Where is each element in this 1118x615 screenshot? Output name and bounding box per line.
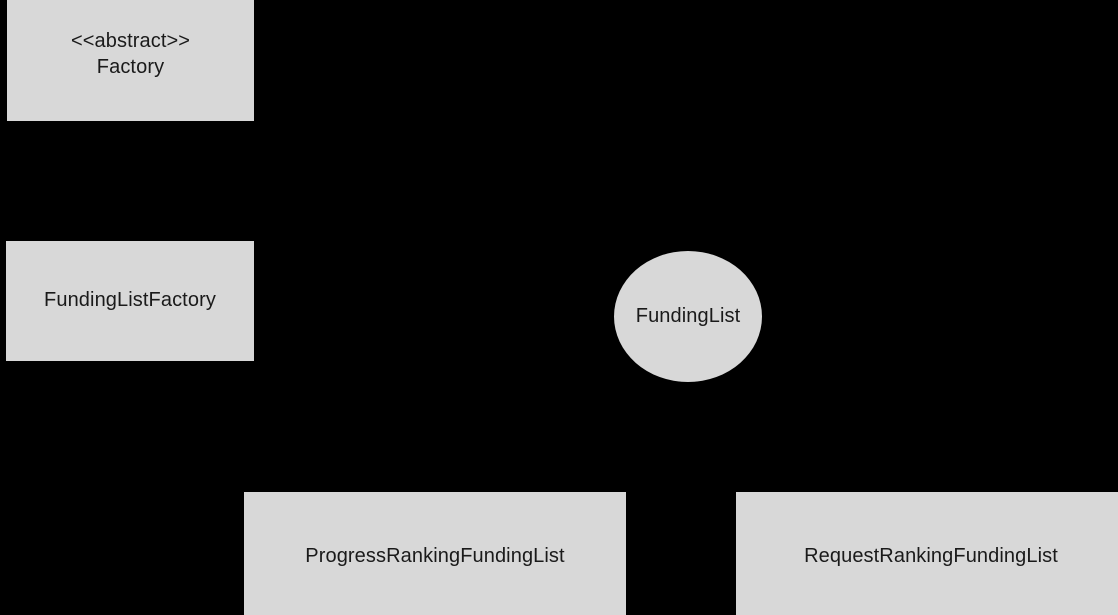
uml-node-fundinglist-name: FundingList [635, 304, 741, 327]
uml-class-fundinglistfactory-name: FundingListFactory [44, 289, 216, 312]
uml-class-factory-name: Factory [96, 55, 165, 78]
uml-class-fundinglistfactory[interactable]: FundingListFactory [6, 241, 254, 361]
edge-fundinglistfactory-to-fundinglist [253, 304, 615, 315]
edge-requestranking-to-fundinglist [717, 373, 931, 493]
uml-class-factory[interactable]: <<abstract>> Factory [7, 0, 254, 121]
uml-class-progressrankingfundinglist[interactable]: ProgressRankingFundingList [244, 492, 626, 615]
uml-class-progressrankingfundinglist-labels: ProgressRankingFundingList [305, 544, 564, 570]
uml-class-factory-labels: <<abstract>> Factory [71, 29, 190, 80]
uml-node-fundinglist[interactable]: FundingList [614, 251, 762, 382]
generalization-arrowhead-fundinglist-right [716, 372, 730, 388]
uml-class-requestrankingfundinglist[interactable]: RequestRankingFundingList [736, 492, 1118, 615]
uml-class-requestrankingfundinglist-labels: RequestRankingFundingList [804, 544, 1058, 570]
uml-class-factory-stereotype: <<abstract>> [70, 29, 191, 52]
dependency-arrowhead-fundinglist [603, 308, 616, 321]
uml-class-requestrankingfundinglist-name: RequestRankingFundingList [804, 544, 1058, 567]
uml-class-progressrankingfundinglist-name: ProgressRankingFundingList [305, 544, 565, 567]
edge-progressranking-to-fundinglist [434, 371, 661, 493]
generalization-arrowhead-factory [122, 119, 138, 134]
